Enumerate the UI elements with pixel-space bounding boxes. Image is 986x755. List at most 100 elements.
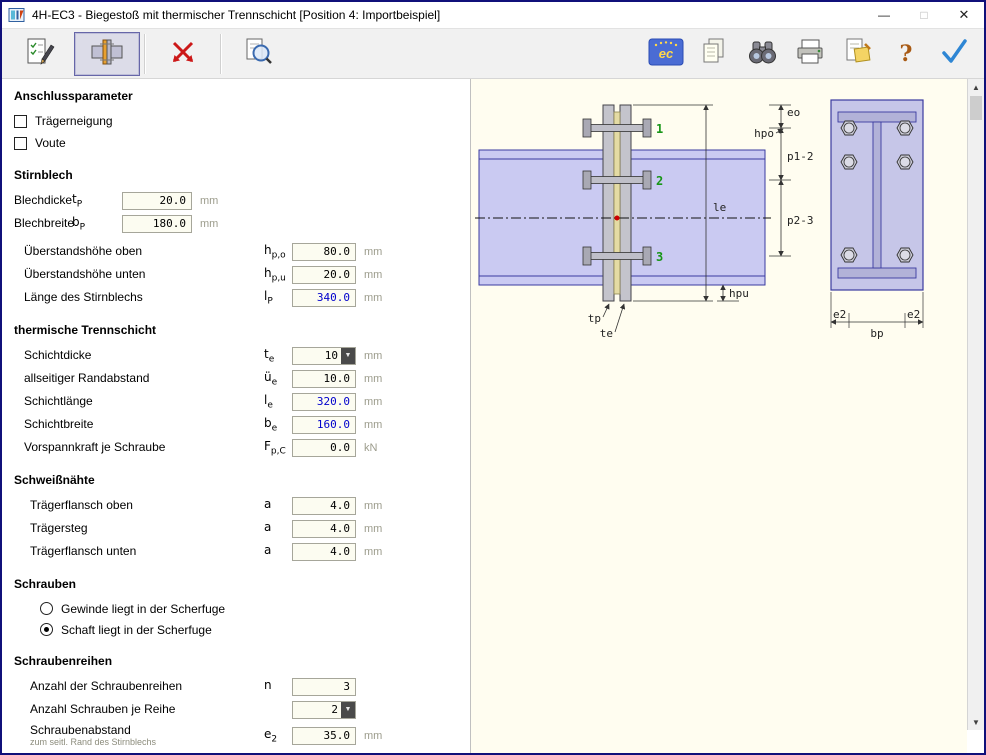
print-preview-button[interactable] <box>226 32 292 76</box>
scrollbar-track[interactable] <box>968 121 984 714</box>
unit-label: mm <box>200 218 218 230</box>
copy-pages-icon <box>698 36 730 71</box>
vertical-scrollbar[interactable]: ▲ ▼ <box>967 79 984 730</box>
dim-label-bp: bp <box>870 327 883 340</box>
confirm-button[interactable] <box>933 34 975 74</box>
dim-label-tp: tp <box>588 312 601 325</box>
unit-label: mm <box>364 246 382 258</box>
notes-button[interactable] <box>837 34 879 74</box>
ueberstand-oben-input[interactable] <box>292 243 356 261</box>
gewinde-radio[interactable] <box>40 602 53 615</box>
print-button[interactable] <box>789 34 831 74</box>
end-plates-and-thermal-layer <box>603 105 631 301</box>
field-row-flansch-unten: Trägerflansch unten a mm <box>14 540 470 563</box>
section-title-anschlussparameter: Anschlussparameter <box>14 89 470 103</box>
schichtdicke-dropdown[interactable]: ▼ <box>292 347 356 365</box>
titlebar: 4H-EC3 - Biegestoß mit thermischer Trenn… <box>2 2 984 28</box>
maximize-button[interactable]: □ <box>904 2 944 28</box>
field-label: Blechdicke <box>14 194 72 207</box>
section-title-schraubenreihen: Schraubenreihen <box>14 654 470 668</box>
ueberstand-unten-input[interactable] <box>292 266 356 284</box>
minimize-button[interactable]: — <box>864 2 904 28</box>
field-row-ueberstand-oben: Überstandshöhe oben hp,o mm <box>14 240 470 263</box>
dim-label-e2-right: e2 <box>907 308 920 321</box>
bolt-number: 3 <box>656 250 663 264</box>
schichtdicke-value[interactable] <box>293 348 341 364</box>
checkbox-row-traegerneigung[interactable]: Trägerneigung <box>14 110 470 132</box>
field-row-schrauben-je-reihe: Anzahl Schrauben je Reihe ▼ <box>14 698 470 721</box>
section-title-schrauben: Schrauben <box>14 577 470 591</box>
copy-pages-button[interactable] <box>693 34 735 74</box>
field-label: Blechbreite <box>14 217 72 230</box>
help-button[interactable]: ? <box>885 34 927 74</box>
field-label: allseitiger Randabstand <box>24 372 264 385</box>
unit-label: mm <box>364 269 382 281</box>
dropdown-arrow-icon[interactable]: ▼ <box>341 702 355 718</box>
unit-label: mm <box>364 419 382 431</box>
traegerneigung-checkbox[interactable] <box>14 115 27 128</box>
close-button[interactable]: ✕ <box>944 2 984 28</box>
field-label: Schraubenabstand <box>30 724 264 737</box>
schrauben-je-reihe-dropdown[interactable]: ▼ <box>292 701 356 719</box>
section-title-schweissnaehte: Schweißnähte <box>14 473 470 487</box>
dropdown-arrow-icon[interactable]: ▼ <box>341 348 355 364</box>
unit-label: kN <box>364 442 377 454</box>
symbol-label: tP <box>72 192 122 209</box>
radio-row-schaft[interactable]: Schaft liegt in der Scherfuge <box>14 619 470 640</box>
symbol-label: be <box>264 416 292 433</box>
scroll-up-button[interactable]: ▲ <box>968 79 984 95</box>
field-row-steg: Trägersteg a mm <box>14 517 470 540</box>
connection-view-button[interactable] <box>74 32 140 76</box>
blechdicke-input[interactable] <box>122 192 192 210</box>
form-pen-icon <box>24 35 58 72</box>
help-question-icon: ? <box>900 41 913 67</box>
field-row-flansch-oben: Trägerflansch oben a mm <box>14 494 470 517</box>
scroll-down-button[interactable]: ▼ <box>968 714 984 730</box>
dim-label-p23: p2-3 <box>787 214 814 227</box>
schrauben-je-reihe-value[interactable] <box>293 702 341 718</box>
delete-position-button[interactable] <box>150 32 216 76</box>
field-label: Überstandshöhe oben <box>24 245 264 258</box>
field-label: Anzahl Schrauben je Reihe <box>30 703 264 716</box>
schraubenabstand-e2-input[interactable] <box>292 727 356 745</box>
radio-row-gewinde[interactable]: Gewinde liegt in der Scherfuge <box>14 598 470 619</box>
unit-label: mm <box>364 730 382 742</box>
field-row-schraubenabstand-e2: Schraubenabstand zum seitl. Rand des Sti… <box>14 721 470 750</box>
field-label: Trägerflansch oben <box>30 499 264 512</box>
field-row-randabstand: allseitiger Randabstand üe mm <box>14 367 470 390</box>
schweissnaht-steg-input[interactable] <box>292 520 356 538</box>
symbol-label: le <box>264 393 292 410</box>
symbol-label: hp,o <box>264 243 292 260</box>
content-area: Anschlussparameter Trägerneigung Voute S… <box>2 79 984 753</box>
voute-checkbox[interactable] <box>14 137 27 150</box>
unit-label: mm <box>364 350 382 362</box>
scrollbar-thumb[interactable] <box>970 96 982 120</box>
checkbox-label: Trägerneigung <box>35 114 113 128</box>
input-form-button[interactable] <box>8 32 74 76</box>
stirnblech-laenge-input[interactable] <box>292 289 356 307</box>
schichtlaenge-input[interactable] <box>292 393 356 411</box>
checkbox-label: Voute <box>35 136 66 150</box>
blechbreite-input[interactable] <box>122 215 192 233</box>
ec-text: ec <box>659 46 674 61</box>
schweissnaht-flansch-unten-input[interactable] <box>292 543 356 561</box>
schweissnaht-flansch-oben-input[interactable] <box>292 497 356 515</box>
joint-center-dot <box>615 216 620 221</box>
field-label: Länge des Stirnblechs <box>24 291 264 304</box>
field-label: Überstandshöhe unten <box>24 268 264 281</box>
schaft-radio[interactable] <box>40 623 53 636</box>
field-row-schichtbreite: Schichtbreite be mm <box>14 413 470 436</box>
checkbox-row-voute[interactable]: Voute <box>14 132 470 154</box>
symbol-label: Fp,C <box>264 439 292 456</box>
eurocode-button[interactable]: ec <box>645 34 687 74</box>
field-row-blechbreite: Blechbreite bP mm <box>14 212 470 235</box>
vorspannkraft-input[interactable] <box>292 439 356 457</box>
toolbar-separator <box>220 34 222 74</box>
randabstand-input[interactable] <box>292 370 356 388</box>
field-row-blechdicke: Blechdicke tP mm <box>14 189 470 212</box>
dim-label-eo: eo <box>787 106 800 119</box>
search-button[interactable] <box>741 34 783 74</box>
schichtbreite-input[interactable] <box>292 416 356 434</box>
anzahl-reihen-input[interactable] <box>292 678 356 696</box>
dim-label-e2-left: e2 <box>833 308 846 321</box>
